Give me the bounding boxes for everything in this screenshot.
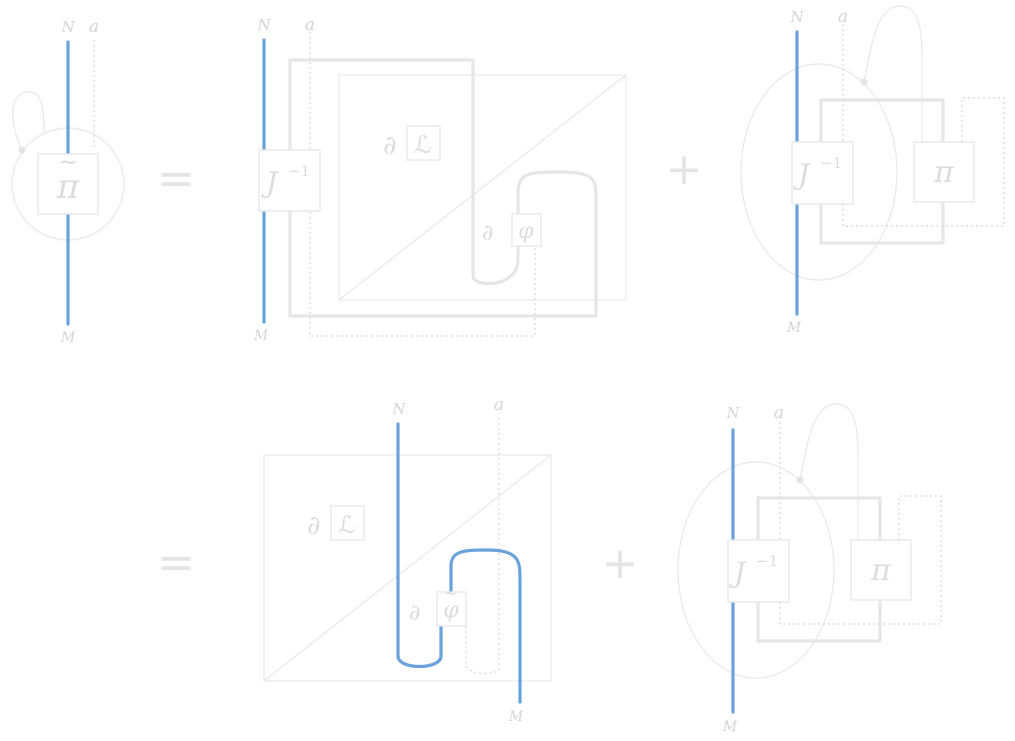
dl-diagonal-2 [263, 454, 552, 682]
label-a: a [305, 15, 315, 35]
jinv-2-exp: −1 [820, 154, 842, 172]
label-a: a [89, 17, 99, 37]
label-M: M [60, 330, 76, 346]
pi-box-4 [850, 539, 912, 601]
label-N: N [256, 16, 271, 34]
dl-diagonal [338, 74, 627, 301]
jinv-4-J: J [729, 556, 747, 589]
loop-top-1 [863, 5, 923, 142]
pi-4-symbol: π [870, 553, 892, 588]
blue-string-3-right [449, 548, 522, 704]
dl-1-partial: ∂ [383, 131, 396, 161]
dl-square [338, 74, 627, 301]
dotted-a-path-3 [465, 418, 500, 675]
equals-sign-2: = [157, 535, 196, 589]
jinv-box-1 [258, 149, 321, 212]
label-M: M [786, 320, 802, 336]
term-dl-dphitilde: φ ~ ∂ ∂ ℒ N a M [263, 395, 552, 725]
term-jinv-pi-1: J −1 π N a M [740, 5, 1005, 336]
dphitilde-tilde: ~ [444, 584, 457, 603]
dphitilde-partial: ∂ [409, 601, 420, 626]
loop-top-2 [799, 403, 859, 540]
dl-2-box [330, 505, 365, 541]
dotted-a-path-2 [842, 24, 1005, 227]
pi-2-symbol: π [933, 155, 955, 190]
label-N: N [789, 8, 804, 26]
dl-2-partial: ∂ [307, 511, 320, 541]
dphi-1-phi: φ [518, 219, 534, 244]
label-N: N [391, 400, 406, 418]
pi-tilde-tilde: ~ [58, 148, 78, 176]
pi-box-2 [913, 141, 975, 203]
label-a: a [774, 403, 784, 423]
thick-loop-1 [288, 58, 598, 318]
term-jinv-pi-2: J −1 π N a M [677, 403, 942, 735]
label-M: M [508, 709, 524, 725]
term-pi-tilde: π ~ N a M [11, 17, 125, 346]
pi-tilde-symbol: π [56, 167, 80, 207]
label-M: M [722, 719, 738, 735]
jinv-1-J: J [261, 166, 279, 199]
dl-2-L: ℒ [338, 511, 355, 539]
blue-string-3-left [396, 422, 443, 668]
dphitilde-phi: φ [443, 598, 459, 623]
jinv-4-exp: −1 [756, 552, 778, 570]
plus-sign-1: + [666, 144, 703, 195]
ellipse-2 [677, 461, 835, 679]
pi-tilde-loop [12, 91, 45, 151]
dotted-a-path-1 [309, 32, 536, 337]
jinv-box-2 [791, 141, 854, 205]
label-N: N [725, 404, 740, 422]
node-1 [860, 78, 868, 86]
label-M: M [253, 328, 269, 344]
dl-1-L: ℒ [414, 131, 431, 159]
ellipse-1 [740, 63, 898, 281]
dotted-a-path-4 [779, 422, 942, 625]
jinv-box-4 [727, 539, 790, 603]
jinv-1-exp: −1 [288, 162, 310, 180]
label-a: a [494, 395, 504, 415]
term-jinv-dl-dphi: J −1 ∂ ℒ ∂ φ N a M [253, 15, 627, 344]
label-a: a [838, 7, 848, 27]
label-N: N [60, 18, 75, 36]
dphi-1-partial: ∂ [482, 221, 493, 246]
equals-sign-1: = [157, 151, 196, 205]
jinv-2-J: J [793, 158, 811, 191]
plus-sign-2: + [602, 538, 639, 589]
pi-tilde-node [18, 146, 26, 154]
dl-square-2 [263, 454, 552, 682]
dphitilde-box [436, 591, 467, 627]
pi-tilde-box [37, 153, 99, 215]
dl-1-box [406, 125, 441, 161]
dphi-1-box [511, 213, 542, 247]
node-2 [796, 476, 804, 484]
